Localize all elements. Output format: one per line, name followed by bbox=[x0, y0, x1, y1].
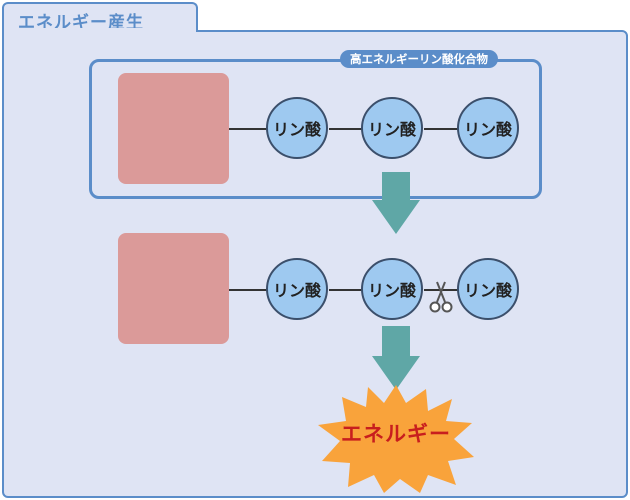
phosphate-node: リン酸 bbox=[457, 258, 519, 320]
phosphate-node: リン酸 bbox=[457, 97, 519, 159]
scissors-icon bbox=[429, 281, 453, 313]
phosphate-node: リン酸 bbox=[361, 97, 423, 159]
down-arrow-icon bbox=[372, 326, 420, 390]
bond-line bbox=[424, 128, 458, 130]
phosphate-node: リン酸 bbox=[361, 258, 423, 320]
bond-line bbox=[229, 128, 267, 130]
base-molecule-block bbox=[118, 73, 229, 184]
compound-group-label: 高エネルギーリン酸化合物 bbox=[340, 50, 498, 68]
phosphate-node: リン酸 bbox=[266, 97, 328, 159]
down-arrow-icon bbox=[372, 172, 420, 234]
compound-group-box bbox=[89, 59, 542, 199]
bond-line bbox=[229, 289, 267, 291]
energy-burst-icon bbox=[318, 385, 474, 493]
energy-label: エネルギー bbox=[341, 422, 451, 446]
bond-line bbox=[329, 128, 362, 130]
bond-line bbox=[329, 289, 362, 291]
phosphate-node: リン酸 bbox=[266, 258, 328, 320]
base-molecule-block bbox=[118, 233, 229, 344]
